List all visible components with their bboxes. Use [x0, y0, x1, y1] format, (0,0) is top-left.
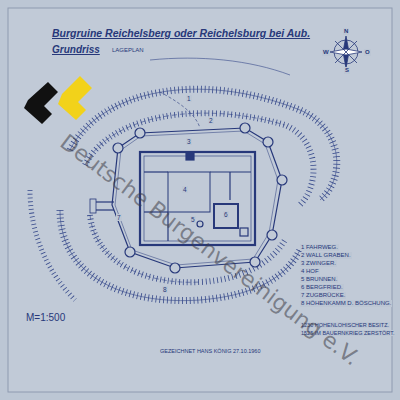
sheet [8, 8, 392, 392]
callout-number: 6 [223, 211, 229, 218]
subtitle: Grundriss [52, 44, 100, 55]
legend-line: 4 HOF [300, 268, 320, 275]
compass-letter: O [364, 49, 371, 56]
compass-letter: N [343, 28, 349, 35]
logo [24, 76, 92, 124]
slope-hatching [30, 58, 337, 300]
callout-number: 2 [208, 117, 214, 124]
legend-line: 3 ZWINGER. [300, 260, 337, 267]
legend-line: 2 WALL GRABEN. [300, 252, 352, 259]
legend-line: 6 BERGFRIED. [300, 284, 344, 291]
legend-line: 8 HÖHENKAMM D. BÖSCHUNG. [300, 300, 392, 307]
callout-number: 7 [116, 214, 122, 221]
legend-line: 7 ZUGBRÜCKE. [300, 292, 346, 299]
legend-line: 1 FAHRWEG. [300, 244, 339, 251]
compass-letter: W [322, 49, 330, 56]
signature: GEZEICHNET HANS KÖNIG 27.10.1960 [160, 348, 260, 354]
callout-number: 4 [182, 186, 188, 193]
scale: M=1:500 [26, 312, 65, 323]
subtitle-note: LAGEPLAN [112, 47, 144, 54]
callout-number: 1 [186, 95, 192, 102]
callout-number: 3 [186, 138, 192, 145]
callout-number: 8 [162, 286, 168, 293]
compass-letter: S [344, 67, 350, 74]
legend-line: 5 BRUNNEN. [300, 276, 338, 283]
title: Burgruine Reichelsberg oder Reichelsburg… [52, 28, 310, 40]
compass [330, 36, 362, 68]
